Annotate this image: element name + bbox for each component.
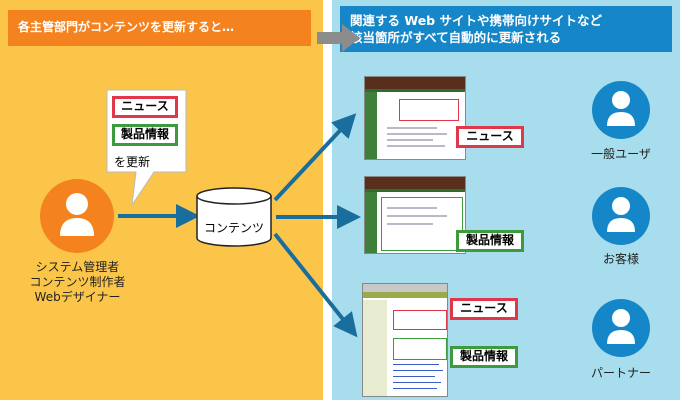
audience-person-icon bbox=[592, 81, 650, 139]
editor-label-line2: コンテンツ制作者 bbox=[29, 275, 126, 289]
banner-left: 各主管部門がコンテンツを更新すると… bbox=[8, 10, 311, 46]
callout-bubble bbox=[106, 89, 187, 206]
site3-products-tag: 製品情報 bbox=[450, 346, 518, 368]
editor-label-line3: Webデザイナー bbox=[34, 290, 121, 304]
site2-products-tag: 製品情報 bbox=[456, 230, 524, 252]
callout-news-tag: ニュース bbox=[112, 96, 178, 118]
banner-right: 関連する Web サイトや携帯向けサイトなど 該当箇所がすべて自動的に更新される bbox=[340, 6, 672, 52]
site3-news-tag: ニュース bbox=[450, 298, 518, 320]
audience-person-icon bbox=[592, 187, 650, 245]
editor-label: システム管理者 コンテンツ制作者 Webデザイナー bbox=[20, 260, 135, 305]
site1-news-tag: ニュース bbox=[456, 126, 524, 148]
editor-person-icon bbox=[40, 179, 114, 253]
database-icon bbox=[196, 187, 272, 247]
site-screenshot-2 bbox=[364, 176, 466, 254]
banner-right-line1: 関連する Web サイトや携帯向けサイトなど bbox=[350, 13, 602, 28]
editor-label-line1: システム管理者 bbox=[35, 260, 120, 274]
gray-arrow-icon bbox=[317, 24, 360, 52]
arrow-db-to-site1 bbox=[273, 113, 357, 202]
callout-suffix: を更新 bbox=[114, 155, 151, 169]
arrow-db-to-site3 bbox=[273, 232, 358, 338]
database-label: コンテンツ bbox=[203, 221, 264, 235]
audience-label-general: 一般ユーザ bbox=[591, 147, 651, 161]
callout-products-tag: 製品情報 bbox=[112, 124, 178, 146]
audience-person-icon bbox=[592, 299, 650, 357]
audience-label-partner: パートナー bbox=[590, 366, 651, 380]
audience-label-customer: お客様 bbox=[602, 252, 639, 266]
site-screenshot-3 bbox=[362, 283, 448, 397]
site-screenshot-1 bbox=[364, 76, 466, 160]
banner-right-line2: 該当箇所がすべて自動的に更新される bbox=[350, 30, 562, 45]
